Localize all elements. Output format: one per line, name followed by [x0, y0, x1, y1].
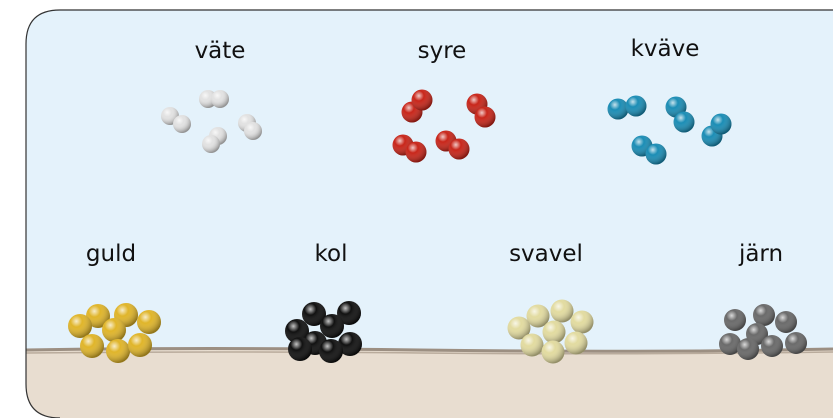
atom-6-shading	[520, 333, 544, 357]
label-syre: syre	[418, 38, 467, 64]
molecule-1-atom-2-shading	[625, 95, 647, 117]
atom-3-shading	[68, 314, 92, 338]
molecule-1-atom-1-shading	[607, 98, 629, 120]
molecule-3-atom-2-shading	[405, 141, 427, 163]
solid-guld-atoms	[68, 303, 161, 363]
label-svavel: svavel	[509, 241, 583, 267]
molecule-2-atom-2-shading	[474, 106, 496, 128]
atom-4-shading	[719, 333, 741, 355]
atom-8-shading	[737, 338, 759, 360]
atom-4-shading	[320, 314, 344, 338]
label-guld: guld	[86, 241, 136, 267]
atom-3-shading	[775, 311, 797, 333]
label-kol: kol	[315, 241, 348, 267]
molecule-1-atom-2-shading	[411, 89, 433, 111]
label-jarn: järn	[738, 241, 783, 267]
atom-7-shading	[541, 340, 565, 364]
atom-2-shading	[753, 304, 775, 326]
atom-5-shading	[102, 318, 126, 342]
atom-1-shading	[86, 304, 110, 328]
ground	[26, 350, 833, 418]
solid-jarn-atoms	[719, 304, 807, 360]
label-vate: väte	[195, 38, 246, 64]
atom-6-shading	[80, 334, 104, 358]
atom-8-shading	[564, 331, 588, 355]
atom-3-shading	[507, 316, 531, 340]
atom-8-shading	[128, 333, 152, 357]
atom-6-shading	[761, 335, 783, 357]
frame-border	[25, 9, 833, 418]
atom-5-shading	[542, 320, 566, 344]
atom-7-shading	[785, 332, 807, 354]
gas-syre-molecules	[392, 89, 496, 163]
atom-7-shading	[106, 339, 130, 363]
atom-8-shading	[319, 339, 343, 363]
molecule-2-atom-2-shading	[173, 115, 191, 133]
atom-4-shading	[137, 310, 161, 334]
gas-kvave-molecules	[607, 95, 732, 165]
sky-background	[26, 10, 833, 350]
atom-4-shading	[570, 310, 594, 334]
gas-vate-molecules	[161, 90, 262, 153]
label-kvave: kväve	[631, 36, 700, 62]
atom-7-shading	[288, 337, 312, 361]
molecule-3-atom-2-shading	[645, 143, 667, 165]
atom-2-shading	[550, 299, 574, 323]
atom-1-shading	[724, 309, 746, 331]
atom-1-shading	[302, 302, 326, 326]
molecule-3-atom-2-shading	[202, 135, 220, 153]
solid-svavel-atoms	[507, 299, 594, 364]
atom-3-shading	[285, 319, 309, 343]
molecule-4-atom-2-shading	[448, 138, 470, 160]
molecule-1-atom-2-shading	[211, 90, 229, 108]
atom-6-shading	[338, 332, 362, 356]
atom-1-shading	[526, 304, 550, 328]
atom-2-shading	[337, 301, 361, 325]
molecule-2-atom-2-shading	[673, 111, 695, 133]
solid-kol-atoms	[285, 301, 362, 363]
molecule-4-atom-2-shading	[244, 122, 262, 140]
molecule-4-atom-2-shading	[710, 113, 732, 135]
